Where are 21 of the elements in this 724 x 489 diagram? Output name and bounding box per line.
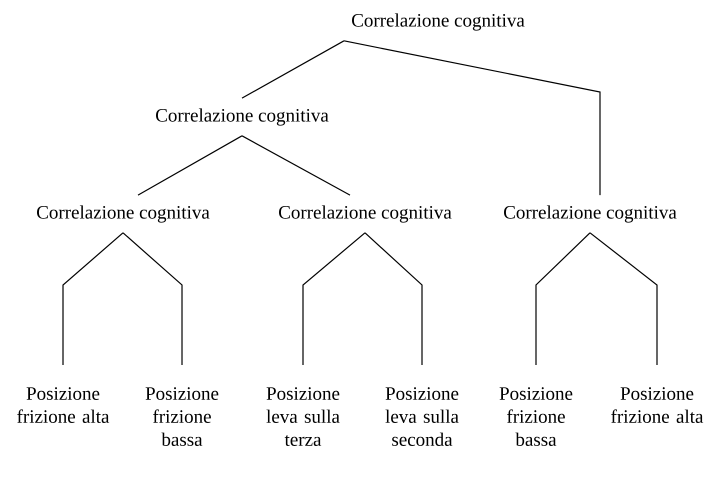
tree-label: Posizione frizione bassa — [500, 387, 572, 446]
tree-line — [535, 232, 590, 365]
tree-label: Correlazione cognitiva — [352, 13, 525, 31]
tree-line — [302, 232, 366, 365]
tree-label: Correlazione cognitiva — [156, 108, 329, 126]
tree-label: Correlazione cognitiva — [504, 205, 677, 223]
tree-label: Posizione frizione bassa — [146, 387, 218, 446]
tree-label: Posizione leva sulla seconda — [385, 387, 459, 446]
tree-line — [62, 232, 124, 365]
tree-label: Posizione leva sulla terza — [266, 387, 340, 446]
tree-line — [122, 232, 183, 365]
tree-label: Correlazione cognitiva — [279, 205, 452, 223]
tree-line — [242, 135, 350, 196]
tree-line — [138, 135, 242, 196]
tree-line — [364, 232, 423, 365]
tree-label: Correlazione cognitiva — [37, 205, 210, 223]
tree-label: Posizione frizione alta — [17, 387, 110, 423]
tree-line — [344, 40, 601, 196]
tree-line — [242, 40, 344, 99]
tree-label: Posizione frizione alta — [611, 387, 704, 423]
tree-line — [590, 232, 658, 365]
